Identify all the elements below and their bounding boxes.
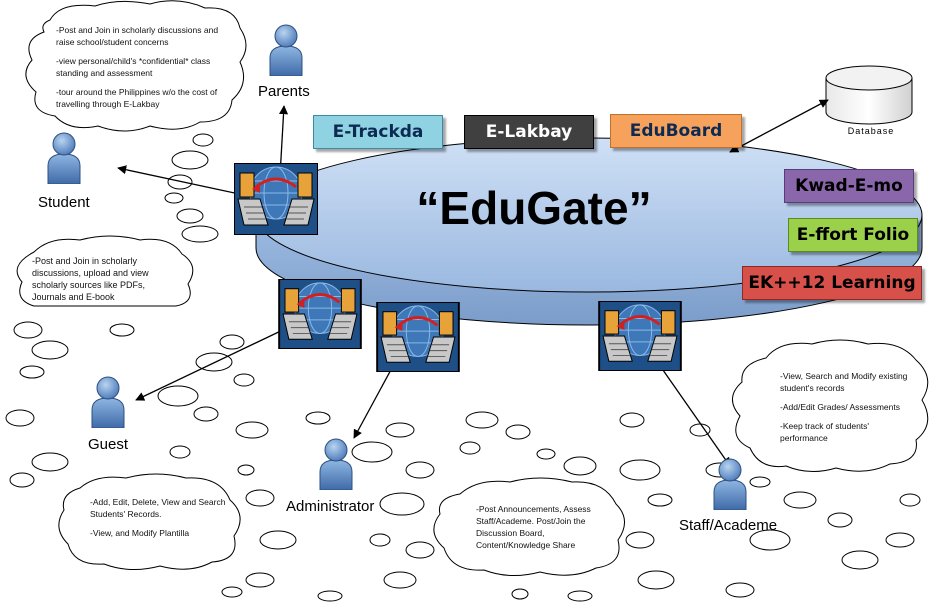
admin-note-2: -View, and Modify Plantilla: [90, 528, 190, 538]
edugate-title: “EduGate”: [416, 182, 651, 234]
staff-note-2: -Add/Edit Grades/ Assessments: [780, 402, 900, 412]
guest-person-icon: [91, 376, 125, 428]
database-label: Database: [847, 126, 895, 136]
module-kwad-e-mo: Kwad-E-mo: [784, 169, 914, 203]
actor-label-parents: Parents: [258, 83, 310, 100]
actor-label-staff: Staff/Academe: [679, 517, 778, 534]
student-cloud-text: -Post and Join in scholarly discussions,…: [32, 255, 180, 305]
parents-person-icon: [269, 24, 303, 76]
module-elakbay: E-Lakbay: [464, 115, 594, 149]
parents-note-1: -Post and Join in scholarly discussions …: [56, 25, 219, 47]
actor-label-guest: Guest: [88, 436, 129, 453]
administrator-person-icon: [319, 438, 353, 490]
staff-note-1: -View, Search and Modify existing studen…: [780, 371, 908, 393]
computer-icon-staff: [598, 301, 682, 371]
computer-icon-parents: [234, 163, 318, 235]
admin-cloud-text: -Add, Edit, Delete, View and Search Stud…: [90, 496, 226, 546]
module-effort-folio: E-ffort Folio: [788, 218, 918, 252]
staff-cloud: [732, 339, 929, 488]
computer-icon-admin: [376, 302, 460, 372]
admin-cloud: [58, 464, 255, 570]
edugate-platform: [255, 137, 923, 326]
center-note-1: -Post Announcements, Assess Staff/Academ…: [476, 504, 591, 550]
module-ek12-learning: EK++12 Learning: [742, 266, 922, 300]
module-eduboard: EduBoard: [610, 114, 742, 148]
actor-label-administrator: Administrator: [286, 498, 375, 515]
student-note-1: -Post and Join in scholarly discussions,…: [32, 256, 149, 302]
student-cloud: [16, 208, 219, 307]
module-etrackda: E-Trackda: [313, 115, 443, 149]
student-person-icon: [47, 132, 81, 184]
admin-note-1: -Add, Edit, Delete, View and Search Stud…: [90, 497, 226, 519]
parents-note-2: -view personal/child's *confidential* cl…: [56, 56, 211, 78]
staff-note-3: -Keep track of students' performance: [780, 421, 870, 443]
actor-label-student: Student: [38, 194, 90, 211]
center-cloud-text: -Post Announcements, Assess Staff/Academ…: [476, 503, 612, 558]
parents-note-3: -tour around the Philippines w/o the cos…: [56, 87, 218, 109]
database-icon: [825, 65, 913, 125]
center-cloud: [433, 448, 625, 576]
parents-cloud-text: -Post and Join in scholarly discussions …: [56, 24, 226, 117]
staff-cloud-text: -View, Search and Modify existing studen…: [780, 370, 914, 451]
computer-icon-guest: [278, 279, 362, 349]
